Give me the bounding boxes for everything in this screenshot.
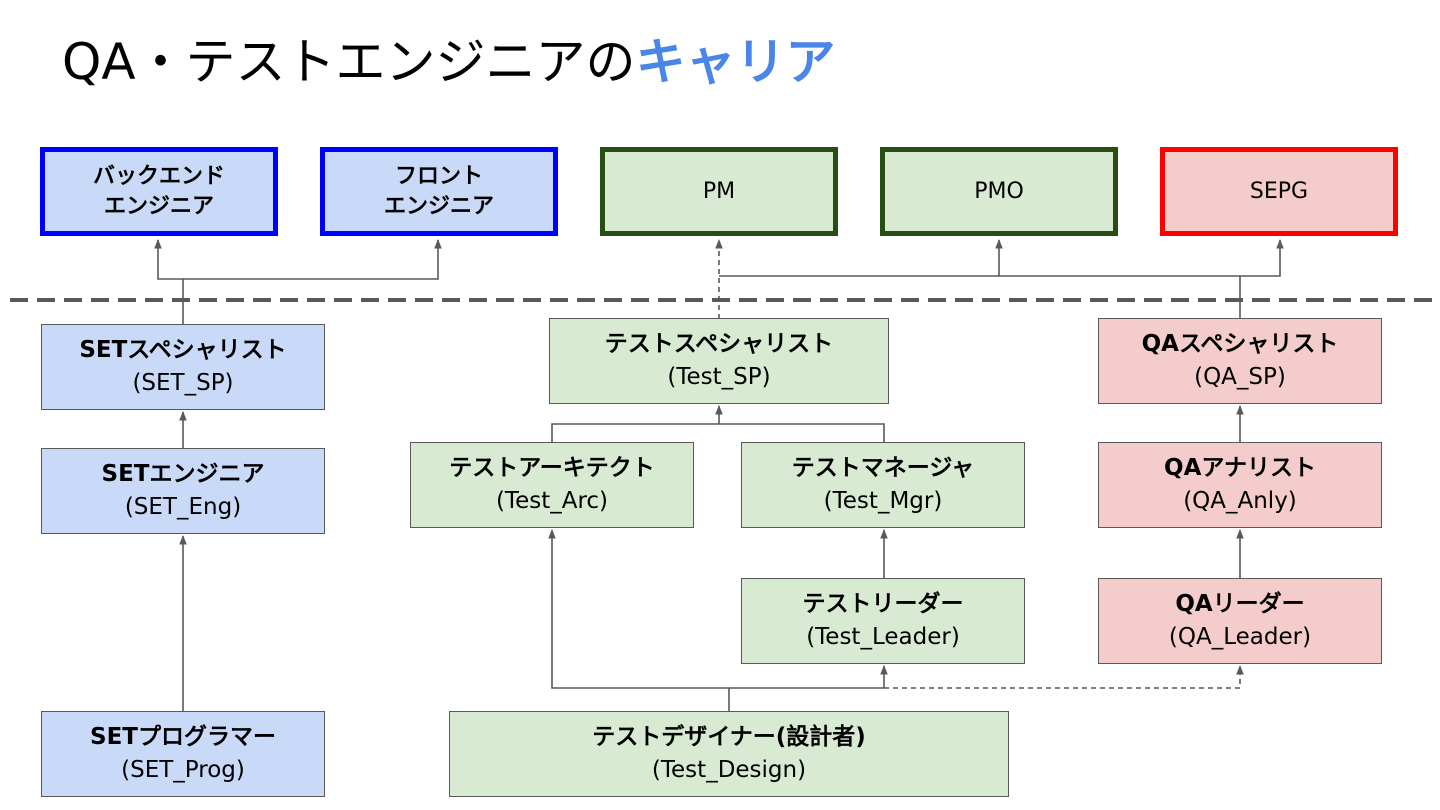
test-sp-code: (Test_SP) [667, 364, 771, 390]
connector-to-pmo [719, 239, 1003, 277]
role-sepg: SEPG [1160, 147, 1398, 236]
qa-leader-code: (QA_Leader) [1168, 624, 1312, 650]
test-leader-label: テストリーダー [802, 591, 964, 617]
test-leader-code: (Test_Leader) [806, 624, 960, 650]
connector-set-sp-to-backend [154, 239, 184, 325]
box-qa-leader: QAリーダー (QA_Leader) [1098, 578, 1382, 664]
connector-arc-mgr-to-test-sp [551, 423, 885, 442]
qa-anly-code: (QA_Anly) [1183, 488, 1297, 514]
set-sp-label: SETスペシャリスト [79, 337, 287, 363]
connector-design-to-leader [729, 665, 888, 689]
role-backend-line2: エンジニア [103, 193, 214, 219]
connector-set-sp-to-front [183, 239, 442, 280]
box-set-sp: SETスペシャリスト (SET_SP) [41, 324, 325, 410]
qa-sp-label: QAスペシャリスト [1141, 331, 1339, 357]
role-sepg-label: SEPG [1249, 178, 1309, 204]
test-arc-code: (Test_Arc) [495, 488, 609, 514]
box-set-eng: SETエンジニア (SET_Eng) [41, 448, 325, 534]
page-title: QA・テストエンジニアのキャリア [62, 26, 836, 98]
title-main: QA・テストエンジニアの [62, 33, 636, 91]
qa-leader-label: QAリーダー [1175, 591, 1305, 617]
test-mgr-label: テストマネージャ [791, 455, 975, 481]
role-front-engineer: フロント エンジニア [320, 147, 558, 236]
set-prog-code: (SET_Prog) [121, 757, 245, 783]
role-front-line1: フロント [394, 163, 483, 189]
role-pm: PM [600, 147, 838, 236]
test-design-label: テストデザイナー(設計者) [592, 724, 866, 750]
connector-qa-sp-to-sepg [1239, 239, 1284, 319]
test-design-code: (Test_Design) [651, 757, 807, 783]
role-backend-engineer: バックエンド エンジニア [40, 147, 278, 236]
set-prog-label: SETプログラマー [90, 724, 276, 750]
role-backend-line1: バックエンド [92, 163, 225, 189]
box-test-mgr: テストマネージャ (Test_Mgr) [741, 442, 1025, 528]
title-accent: キャリア [635, 33, 836, 91]
role-pm-label: PM [702, 178, 736, 204]
role-front-line2: エンジニア [383, 193, 494, 219]
qa-sp-code: (QA_SP) [1194, 364, 1286, 390]
role-pmo-label: PMO [974, 178, 1024, 204]
box-test-arc: テストアーキテクト (Test_Arc) [410, 442, 694, 528]
box-test-design: テストデザイナー(設計者) (Test_Design) [449, 711, 1009, 797]
test-sp-label: テストスペシャリスト [604, 331, 834, 357]
box-qa-anly: QAアナリスト (QA_Anly) [1098, 442, 1382, 528]
connector-design-to-qa-leader [884, 665, 1244, 689]
qa-anly-label: QAアナリスト [1164, 455, 1316, 481]
test-arc-label: テストアーキテクト [449, 455, 655, 481]
box-test-leader: テストリーダー (Test_Leader) [741, 578, 1025, 664]
box-set-prog: SETプログラマー (SET_Prog) [41, 711, 325, 797]
test-mgr-code: (Test_Mgr) [823, 488, 943, 514]
set-sp-code: (SET_SP) [132, 370, 234, 396]
box-test-sp: テストスペシャリスト (Test_SP) [549, 318, 889, 404]
connector-design-to-arc [548, 529, 730, 711]
set-eng-code: (SET_Eng) [124, 494, 242, 520]
set-eng-label: SETエンジニア [101, 461, 265, 487]
role-pmo: PMO [880, 147, 1118, 236]
box-qa-sp: QAスペシャリスト (QA_SP) [1098, 318, 1382, 404]
